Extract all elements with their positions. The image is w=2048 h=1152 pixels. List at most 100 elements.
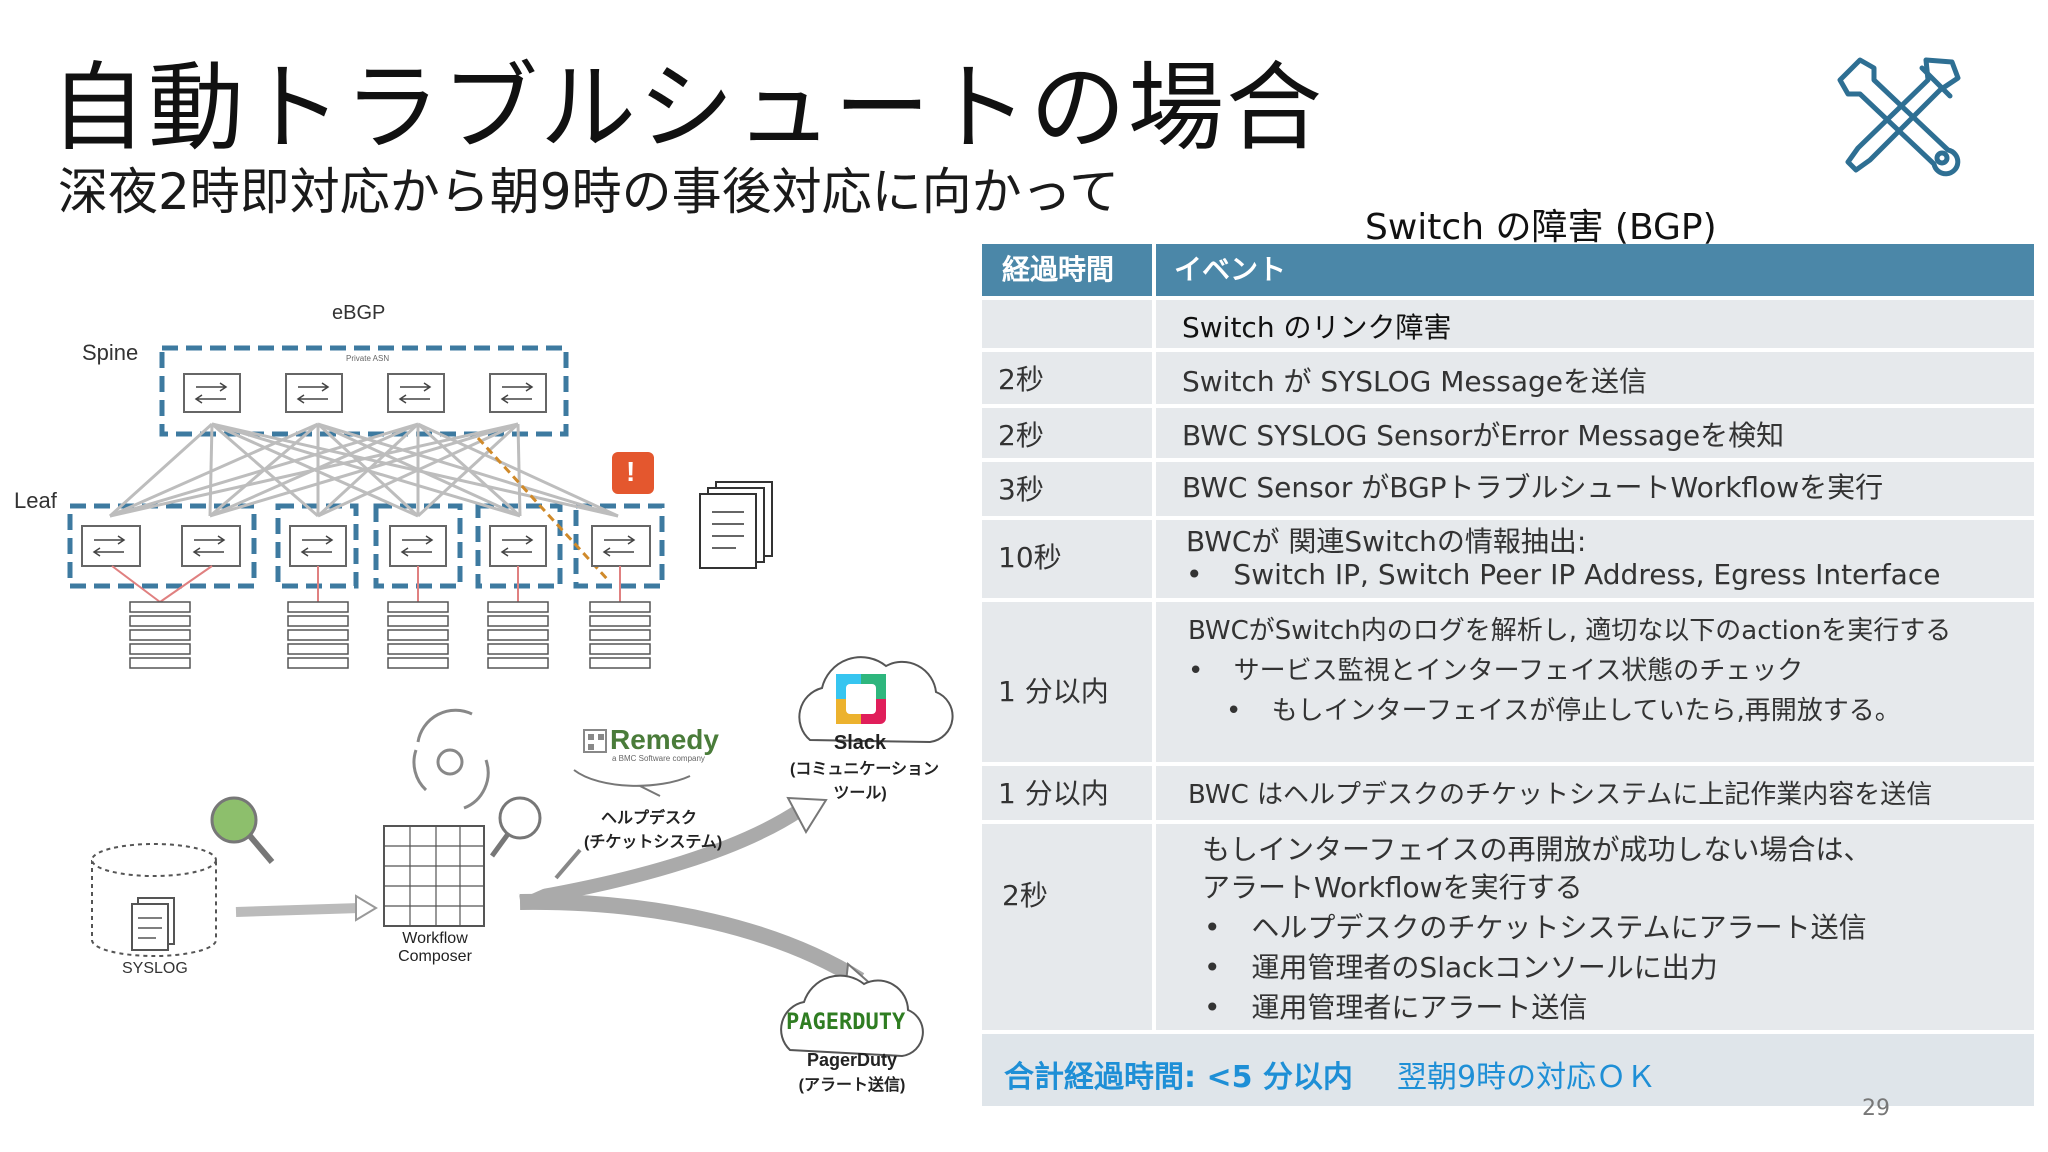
slack-label: Slack (コミュニケーション ツール) [790,732,940,803]
syslog-label: SYSLOG [122,960,188,977]
bullet-char: • [1188,656,1204,686]
alert-icon [612,452,654,494]
database-icon [91,843,217,957]
sub-bullet-item: • もしインターフェイスが停止していたら,再開放する。 [1226,690,1901,727]
helpdesk-line2: (チケットシステム) [584,834,723,851]
slide-subtitle: 深夜2時即対応から朝9時の事後対応に向かって [58,163,1120,221]
bullet-text: Switch IP, Switch Peer IP Address, Egres… [1233,558,1941,591]
total-elapsed-time: 合計経過時間: <5 分以内 [1004,1060,1353,1095]
bullet-item: • ヘルプデスクのチケットシステムにアラート送信 [1204,906,1867,946]
column-divider [1152,244,1156,1030]
remedy-logo-icon [583,729,607,753]
server-rack-icon [129,601,651,669]
table-row: 2秒 BWC SYSLOG SensorがError Messageを検知 [982,404,2034,458]
table-row: Switch のリンク障害 [982,296,2034,348]
ebgp-label: eBGP [332,302,386,324]
bullet-char: • [1204,951,1221,984]
row-event: BWC Sensor がBGPトラブルシュートWorkflowを実行 [1182,471,1884,504]
leaf-box [67,503,257,589]
helpdesk-line1: ヘルプデスク [600,810,697,827]
bullet-text: 運用管理者にアラート送信 [1251,991,1588,1024]
private-asn-label: Private ASN [346,354,390,363]
event-timeline-table: 経過時間 イベント Switch のリンク障害 2秒 Switch が SYSL… [982,244,2034,1106]
row-event: BWC SYSLOG SensorがError Messageを検知 [1182,419,1785,452]
switch-icon [591,525,651,567]
failed-link [476,436,610,582]
switch-icon [285,373,343,413]
workflow-label-line2: Composer [398,948,472,965]
bullet-text: サービス監視とインターフェイス状態のチェック [1233,656,1804,686]
pagerduty-logo: PAGERDUTY [786,1010,906,1035]
spine-box [159,345,569,437]
bullet-item: • サービス監視とインターフェイス状態のチェック [1188,650,1803,687]
row-time: 2秒 [998,363,1044,396]
table-row: 2秒 Switch が SYSLOG Messageを送信 [982,348,2034,404]
switch-icon [181,525,241,567]
table-row: 2秒 もしインターフェイスの再開放が成功しない場合は、 アラートWorkflow… [982,820,2034,1030]
switch-icon [289,525,347,567]
row-event: Switch が SYSLOG Messageを送信 [1182,365,1647,398]
remedy-tagline: a BMC Software company [612,754,705,763]
network-diagram: eBGP Spine Leaf Private ASN ! SYSLOG Wor… [0,290,960,1130]
bullet-text: ヘルプデスクのチケットシステムにアラート送信 [1251,911,1867,944]
bullet-item: • 運用管理者にアラート送信 [1204,986,1587,1026]
document-stack-icon [699,481,773,569]
slack-line3: ツール) [833,785,887,802]
row-event: BWC はヘルプデスクのチケットシステムに上記作業内容を送信 [1188,780,1933,810]
remedy-logo: Remedy [610,724,719,755]
table-row: 10秒 BWCが 関連Switchの情報抽出: • Switch IP, Swi… [982,516,2034,598]
wrench-screwdriver-icon [1837,57,1961,177]
switch-icon [387,373,445,413]
table-row: 3秒 BWC Sensor がBGPトラブルシュートWorkflowを実行 [982,458,2034,516]
bullet-char: • [1226,696,1242,726]
pagerduty-line2: (アラート送信) [798,1077,906,1094]
table-row: 1 分以内 BWC はヘルプデスクのチケットシステムに上記作業内容を送信 [982,762,2034,820]
spine-label: Spine [82,340,139,365]
slack-line2: (コミュニケーション [790,761,940,778]
row-time: 10秒 [998,541,1062,574]
table-footer: 合計経過時間: <5 分以内 翌朝9時の対応ＯＫ [982,1030,2034,1106]
table-caption: Switch の障害 (BGP) [1365,207,1717,248]
bullet-item: • Switch IP, Switch Peer IP Address, Egr… [1186,558,1940,591]
helpdesk-label: ヘルプデスク (チケットシステム) [584,804,723,852]
page-number: 29 [1862,1096,1890,1121]
bullet-char: • [1204,911,1221,944]
row-event: Switch のリンク障害 [1182,311,1452,344]
magnifier-icon [210,796,275,864]
slack-line1: Slack [833,732,887,754]
workflow-label-line1: Workflow [402,930,468,947]
row-event-line2: アラートWorkflowを実行する [1202,871,1583,904]
bullet-text: 運用管理者のSlackコンソールに出力 [1251,951,1718,984]
bullet-char: • [1186,558,1203,591]
row-time: 3秒 [998,473,1044,506]
row-time: 2秒 [998,419,1044,452]
row-event: BWCがSwitch内のログを解析し, 適切な以下のactionを実行する [1188,616,1952,646]
switch-icon [489,373,547,413]
bullet-text: もしインターフェイスが停止していたら,再開放する。 [1271,696,1901,726]
switch-icon [183,373,241,413]
row-event: BWCが 関連Switchの情報抽出: [1186,525,1587,558]
alert-mark: ! [626,456,636,487]
table-row: 1 分以内 BWCがSwitch内のログを解析し, 適切な以下のactionを実… [982,598,2034,762]
bullet-item: • 運用管理者のSlackコンソールに出力 [1204,946,1718,986]
next-morning-ok: 翌朝9時の対応ＯＫ [1397,1060,1657,1095]
header-elapsed-time: 経過時間 [1002,253,1115,286]
row-time: 1 分以内 [998,777,1109,810]
switch-icon [489,525,547,567]
row-time: 2秒 [1002,879,1048,912]
workflow-composer-label: Workflow Composer [390,930,480,966]
workflow-grid-icon [383,825,485,927]
row-time: 1 分以内 [998,675,1109,708]
table-header: 経過時間 イベント [982,244,2034,296]
bullet-char: • [1204,991,1221,1024]
recycle-icon [412,708,490,810]
leaf-label: Leaf [14,488,57,513]
slide-title: 自動トラブルシュートの場合 [50,52,1324,164]
row-event: もしインターフェイスの再開放が成功しない場合は、 [1202,833,1872,866]
switch-icon [389,525,447,567]
slack-logo-icon [836,674,886,724]
switch-icon [81,525,141,567]
header-event: イベント [1174,253,1287,286]
pagerduty-label: PagerDuty (アラート送信) [782,1050,922,1095]
pagerduty-line1: PagerDuty [806,1050,898,1070]
